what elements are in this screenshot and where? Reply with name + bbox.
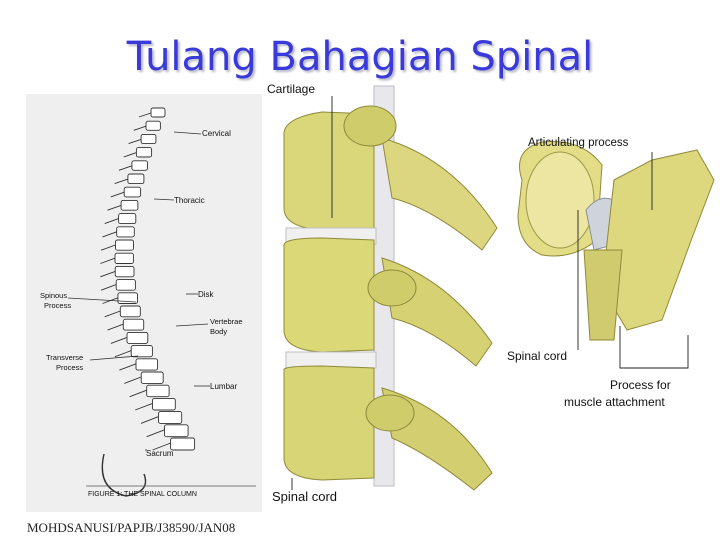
spinous-process	[107, 323, 124, 331]
vertebra-body	[150, 107, 166, 118]
spinous-process	[102, 231, 117, 238]
label-sacrum: Sacrum	[146, 449, 174, 458]
disk-lower	[285, 351, 377, 369]
spinous-process	[100, 244, 116, 251]
label-spinal-cord-top: Spinal cord	[507, 349, 567, 363]
vertebra-body	[146, 384, 170, 398]
vertebra-body	[135, 147, 153, 158]
vertebra-upper	[283, 105, 498, 251]
spine-vertebrae	[100, 107, 196, 451]
spinous-process	[110, 336, 128, 344]
vertebra-body	[145, 120, 161, 131]
label-cartilage: Cartilage	[267, 82, 315, 96]
spinous-process	[124, 376, 142, 384]
spinous-process	[114, 178, 129, 185]
spinous-process	[114, 350, 132, 358]
spinous-process	[100, 257, 116, 264]
vertebra-body	[170, 437, 196, 451]
spinous-process	[118, 165, 133, 171]
spinous-process	[107, 204, 122, 211]
vertebra-body	[152, 397, 176, 411]
spinous-process	[138, 112, 152, 118]
label-spinous: Spinous	[40, 291, 67, 300]
spinous-process	[100, 284, 117, 291]
vertebra-body	[119, 305, 141, 318]
vertebra-body	[130, 345, 153, 358]
vertebrae-side-view: Cartilage Spinal cord	[267, 82, 498, 504]
vertebra-body	[120, 199, 139, 211]
vertebra-body	[114, 252, 134, 264]
spinous-process	[128, 138, 142, 145]
vertebra-body	[131, 160, 148, 171]
label-transverse: Transverse	[46, 353, 83, 362]
label-process-for: Process for	[610, 378, 671, 392]
vertebra-body	[164, 424, 189, 438]
spinous-process	[133, 125, 147, 131]
vertebra-body	[116, 226, 135, 238]
label-articulating-process: Articulating process	[528, 137, 629, 149]
label-muscle-attachment: muscle attachment	[564, 395, 665, 409]
label-thoracic: Thoracic	[174, 196, 205, 205]
label-lumbar: Lumbar	[210, 382, 237, 391]
vertebra-body	[127, 173, 145, 185]
vertebra-lower	[283, 365, 493, 491]
spinous-process	[100, 270, 116, 278]
spinous-process	[146, 429, 165, 438]
label-vertebrae: Vertebrae	[210, 317, 243, 326]
figure-caption: FIGURE 1: THE SPINAL COLUMN	[88, 491, 197, 498]
spinous-process	[104, 310, 121, 318]
label-transverse-process: Process	[56, 363, 83, 372]
slide-title: Tulang Bahagian Spinal	[126, 34, 594, 80]
vertebra-body	[122, 318, 145, 331]
label-spinal-cord-side: Spinal cord	[272, 489, 337, 504]
label-vertebrae-body: Body	[210, 327, 227, 336]
label-cervical: Cervical	[202, 129, 231, 138]
spinous-process	[119, 363, 137, 371]
spinous-process	[129, 389, 147, 398]
spinous-process	[110, 191, 125, 198]
vertebra-top-view: Articulating process Spinal cord Process…	[507, 137, 715, 409]
label-spinous-process: Process	[44, 301, 71, 310]
vertebra-body	[114, 265, 135, 278]
spinous-process	[135, 402, 153, 411]
vertebra-middle	[283, 237, 493, 367]
vertebra-body	[115, 239, 134, 251]
label-disk: Disk	[198, 290, 215, 299]
vertebra-body	[158, 411, 183, 424]
vertebra-body	[140, 133, 157, 145]
spinous-process	[140, 416, 159, 424]
spinous-process	[123, 152, 137, 158]
spinous-process	[152, 442, 171, 451]
vertebra-body	[140, 371, 164, 384]
spinal-column-diagram: Cervical Thoracic Spinous Process Disk V…	[26, 94, 262, 512]
vertebra-body	[115, 279, 136, 291]
spinous-process	[104, 218, 119, 225]
vertebra-body	[135, 358, 159, 371]
vertebra-body	[123, 186, 142, 198]
vertebra-body	[126, 331, 149, 344]
slide-footer: MOHDSANUSI/PAPJB/J38590/JAN08	[27, 520, 236, 535]
vertebra-body	[118, 213, 137, 225]
